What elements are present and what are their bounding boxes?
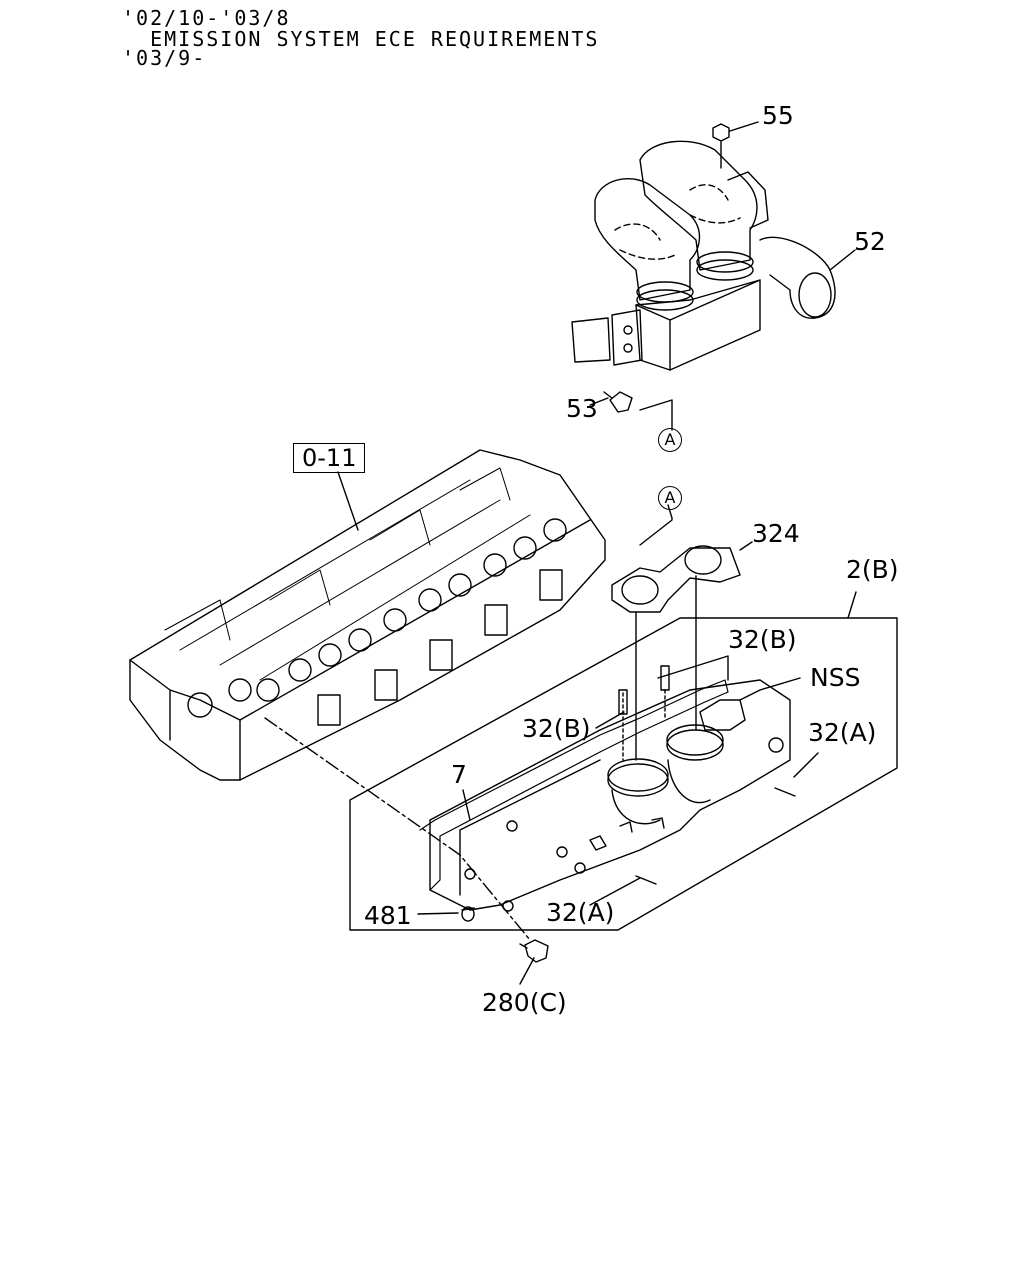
group-bracket-2b — [349, 617, 898, 931]
leader-53 — [589, 397, 609, 406]
callout-53[interactable]: 53 — [566, 394, 598, 423]
connector-mark-upper: A — [658, 428, 682, 452]
leader-55 — [729, 121, 759, 132]
callout-32a-lower[interactable]: 32(A) — [546, 898, 615, 927]
callout-32b-lower[interactable]: 32(B) — [522, 714, 591, 743]
callout-481[interactable]: 481 — [364, 901, 412, 930]
callout-52[interactable]: 52 — [854, 227, 886, 256]
leader-324 — [739, 541, 753, 551]
reference-box[interactable]: 0-11 — [293, 443, 366, 473]
leader-52 — [829, 249, 856, 271]
connector-mark-lower: A — [658, 486, 682, 510]
callout-324[interactable]: 324 — [752, 519, 800, 548]
bolt-280c — [519, 939, 549, 963]
cylinder-head — [129, 449, 606, 781]
leader-0-11 — [337, 471, 359, 531]
callout-32a-right[interactable]: 32(A) — [808, 718, 877, 747]
leader-2b — [847, 591, 857, 619]
intake-pipe-assembly — [571, 123, 836, 431]
leader-32b-lower — [595, 711, 625, 729]
nut-481 — [461, 906, 475, 922]
header-date-range: '02/10-'03/8 — [122, 6, 291, 30]
callout-32b-upper[interactable]: 32(B) — [728, 625, 797, 654]
callout-55[interactable]: 55 — [762, 101, 794, 130]
leader-nss — [739, 677, 801, 701]
callout-280c[interactable]: 280(C) — [482, 988, 567, 1017]
header-title: EMISSION SYSTEM ECE REQUIREMENTS — [122, 27, 600, 51]
leader-32a-lower — [589, 877, 641, 906]
leader-7 — [462, 789, 471, 821]
callout-7[interactable]: 7 — [451, 760, 467, 789]
leader-280c — [519, 957, 535, 985]
leader-32b-upper — [657, 655, 729, 681]
connector-line — [639, 504, 673, 546]
header-date-from: '03/9- — [122, 46, 207, 70]
callout-nss[interactable]: NSS — [810, 663, 861, 692]
leader-32a-right — [793, 752, 819, 778]
leader-481 — [417, 912, 459, 915]
intake-manifold — [419, 665, 796, 912]
callout-2b[interactable]: 2(B) — [846, 555, 899, 584]
gasket-324 — [611, 545, 741, 613]
alignment-line — [264, 717, 531, 941]
